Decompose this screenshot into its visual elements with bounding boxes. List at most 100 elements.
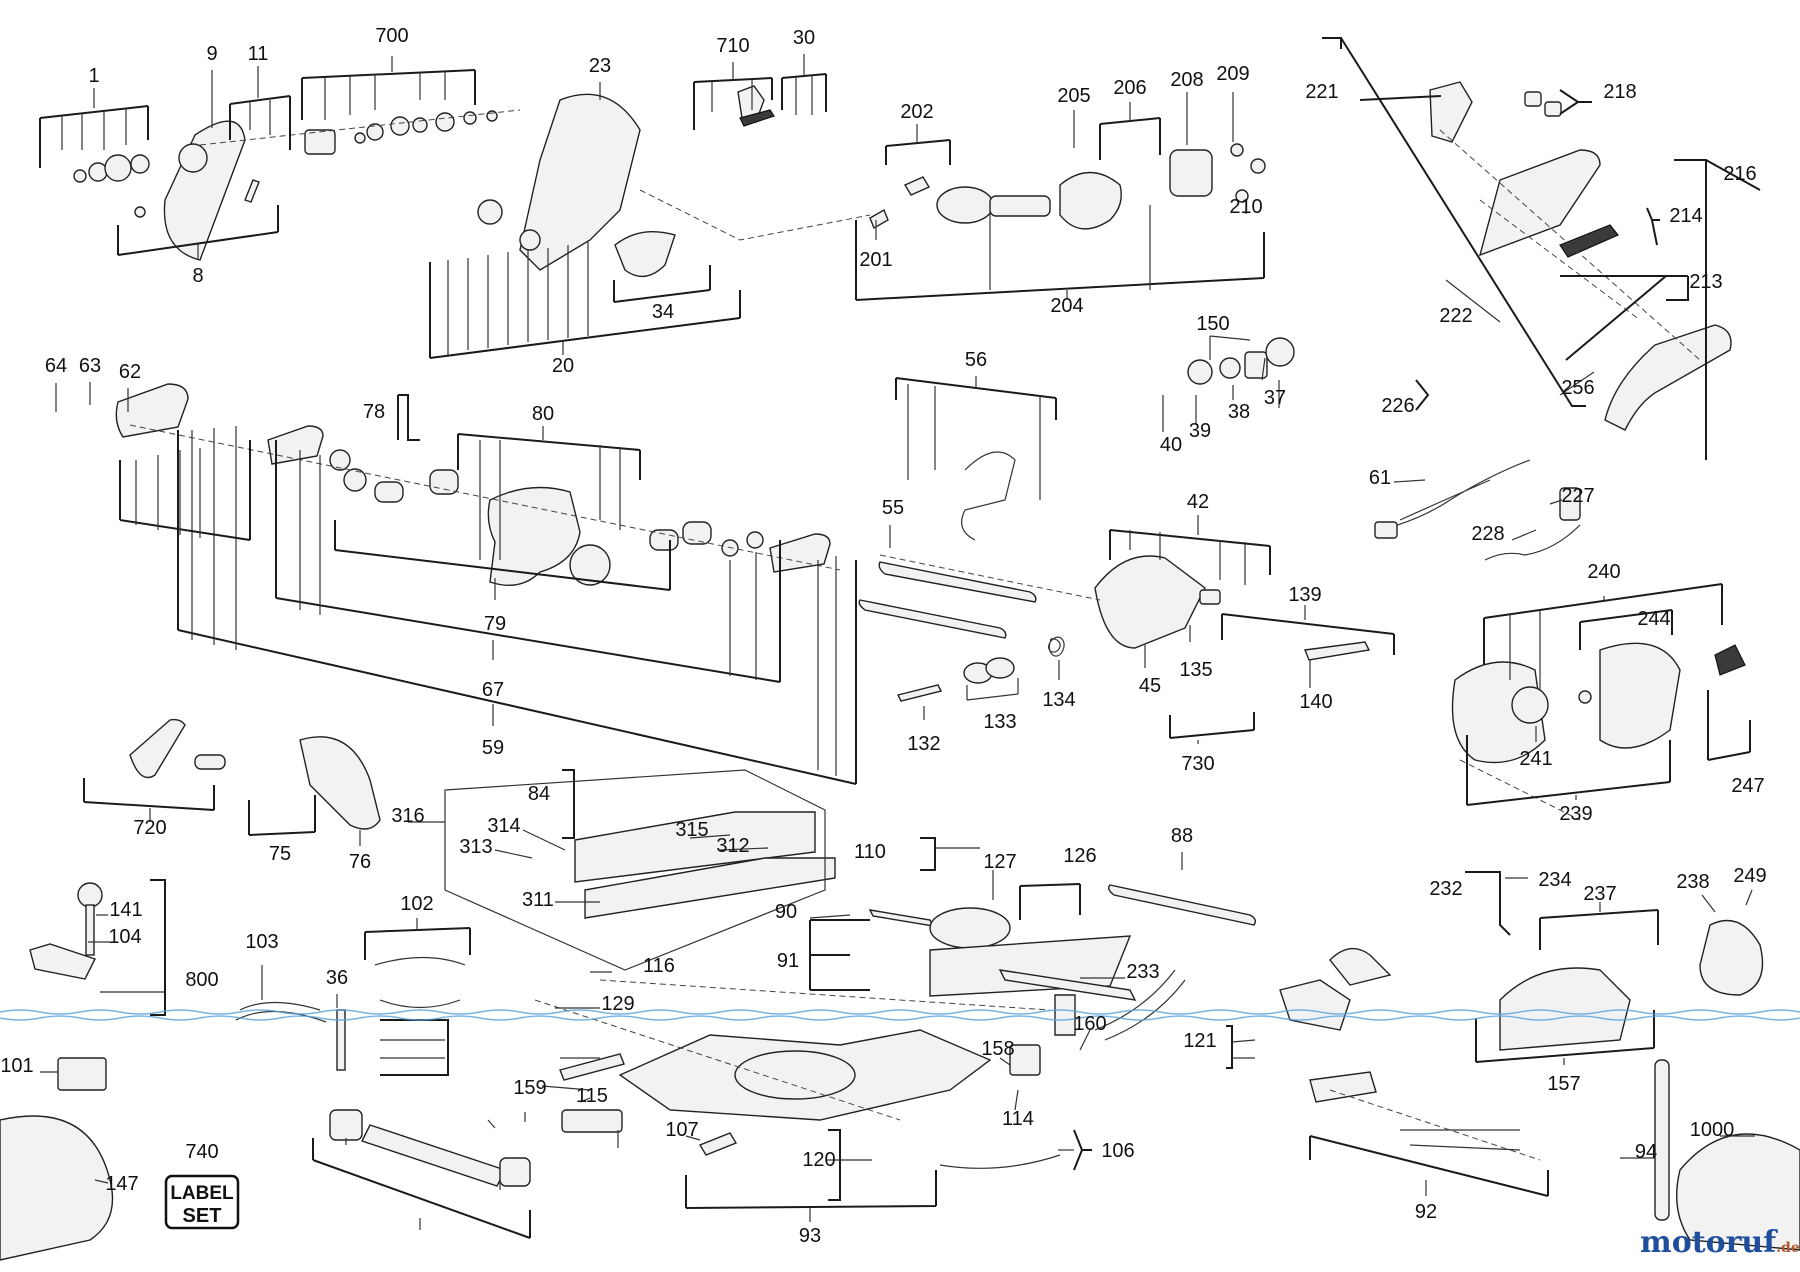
- part-label-134: 134: [1042, 689, 1075, 711]
- part-label-127: 127: [983, 851, 1016, 873]
- part-label-256: 256: [1561, 377, 1594, 399]
- label-set-line2: SET: [183, 1205, 222, 1227]
- part-label-139: 139: [1288, 584, 1321, 606]
- part-label-106: 106: [1101, 1140, 1134, 1162]
- part-label-221: 221: [1305, 81, 1338, 103]
- part-label-90: 90: [775, 901, 797, 923]
- part-label-8: 8: [192, 265, 203, 287]
- part-label-240: 240: [1587, 561, 1620, 583]
- watermark-logo: motoruf.de: [1640, 1225, 1800, 1260]
- part-label-210: 210: [1229, 196, 1262, 218]
- part-label-101: 101: [0, 1055, 33, 1077]
- label-set-box: LABEL SET: [164, 1174, 240, 1230]
- part-label-237: 237: [1583, 883, 1616, 905]
- part-label-104: 104: [108, 926, 141, 948]
- part-label-147: 147: [105, 1173, 138, 1195]
- part-label-140: 140: [1299, 691, 1332, 713]
- part-label-36: 36: [326, 967, 348, 989]
- part-label-80: 80: [532, 403, 554, 425]
- part-label-37: 37: [1264, 387, 1286, 409]
- part-label-30: 30: [793, 27, 815, 49]
- part-label-9: 9: [206, 43, 217, 65]
- part-label-132: 132: [907, 733, 940, 755]
- part-label-213: 213: [1689, 271, 1722, 293]
- part-label-216: 216: [1723, 163, 1756, 185]
- part-label-63: 63: [79, 355, 101, 377]
- part-label-114: 114: [1002, 1108, 1034, 1130]
- part-label-1000: 1000: [1690, 1119, 1735, 1141]
- part-label-232: 232: [1429, 878, 1462, 900]
- part-label-730: 730: [1181, 753, 1214, 775]
- part-label-157: 157: [1547, 1073, 1580, 1095]
- part-label-62: 62: [119, 361, 141, 383]
- part-label-227: 227: [1561, 485, 1594, 507]
- part-label-40: 40: [1160, 434, 1182, 456]
- part-label-61: 61: [1369, 467, 1391, 489]
- part-label-316: 316: [391, 805, 424, 827]
- part-label-314: 314: [487, 815, 520, 837]
- part-label-312: 312: [716, 835, 749, 857]
- part-label-311: 311: [522, 889, 554, 911]
- part-label-34: 34: [652, 301, 674, 323]
- part-label-135: 135: [1179, 659, 1212, 681]
- part-label-93: 93: [799, 1225, 821, 1247]
- part-label-120: 120: [802, 1149, 835, 1171]
- part-label-239: 239: [1559, 803, 1592, 825]
- part-label-56: 56: [965, 349, 987, 371]
- watermark-right: .de: [1776, 1240, 1800, 1256]
- part-label-222: 222: [1439, 305, 1472, 327]
- part-label-115: 115: [576, 1085, 608, 1107]
- part-label-233: 233: [1126, 961, 1159, 983]
- part-label-38: 38: [1228, 401, 1250, 423]
- label-set-line1: LABEL: [170, 1183, 234, 1204]
- part-label-209: 209: [1216, 63, 1249, 85]
- part-label-75: 75: [269, 843, 291, 865]
- part-label-315: 315: [675, 819, 708, 841]
- part-label-55: 55: [882, 497, 904, 519]
- part-label-20: 20: [552, 355, 574, 377]
- part-label-116: 116: [643, 955, 675, 977]
- bracket-lines: [39, 37, 1761, 1239]
- part-label-313: 313: [459, 836, 492, 858]
- part-label-45: 45: [1139, 675, 1161, 697]
- part-label-88: 88: [1171, 825, 1193, 847]
- part-label-247: 247: [1731, 775, 1764, 797]
- part-label-110: 110: [854, 841, 886, 863]
- part-label-84: 84: [528, 783, 550, 805]
- part-label-133: 133: [983, 711, 1016, 733]
- part-label-800: 800: [185, 969, 218, 991]
- part-label-59: 59: [482, 737, 504, 759]
- part-label-78: 78: [363, 401, 385, 423]
- part-label-42: 42: [1187, 491, 1209, 513]
- part-drawings: [0, 81, 1800, 1261]
- assembly-guides: [129, 109, 1701, 1161]
- part-label-205: 205: [1057, 85, 1090, 107]
- part-label-64: 64: [45, 355, 67, 377]
- part-label-700: 700: [375, 25, 408, 47]
- part-label-79: 79: [484, 613, 506, 635]
- part-label-107: 107: [665, 1119, 698, 1141]
- part-label-92: 92: [1415, 1201, 1437, 1223]
- part-label-11: 11: [248, 43, 269, 65]
- part-label-94: 94: [1635, 1141, 1657, 1163]
- part-label-158: 158: [981, 1038, 1014, 1060]
- part-label-39: 39: [1189, 420, 1211, 442]
- watermark-left: motoruf: [1640, 1225, 1778, 1260]
- part-label-1: 1: [88, 65, 99, 87]
- part-label-204: 204: [1050, 295, 1083, 317]
- part-label-102: 102: [400, 893, 433, 915]
- water-ripple-band: [0, 1009, 1800, 1021]
- part-label-129: 129: [601, 993, 634, 1015]
- part-label-226: 226: [1381, 395, 1414, 417]
- part-label-76: 76: [349, 851, 371, 873]
- part-label-159: 159: [513, 1077, 546, 1099]
- part-label-208: 208: [1170, 69, 1203, 91]
- part-label-150: 150: [1196, 313, 1229, 335]
- part-label-710: 710: [716, 35, 749, 57]
- part-label-141: 141: [109, 899, 142, 921]
- part-label-228: 228: [1471, 523, 1504, 545]
- part-label-241: 241: [1519, 748, 1552, 770]
- part-label-91: 91: [777, 950, 799, 972]
